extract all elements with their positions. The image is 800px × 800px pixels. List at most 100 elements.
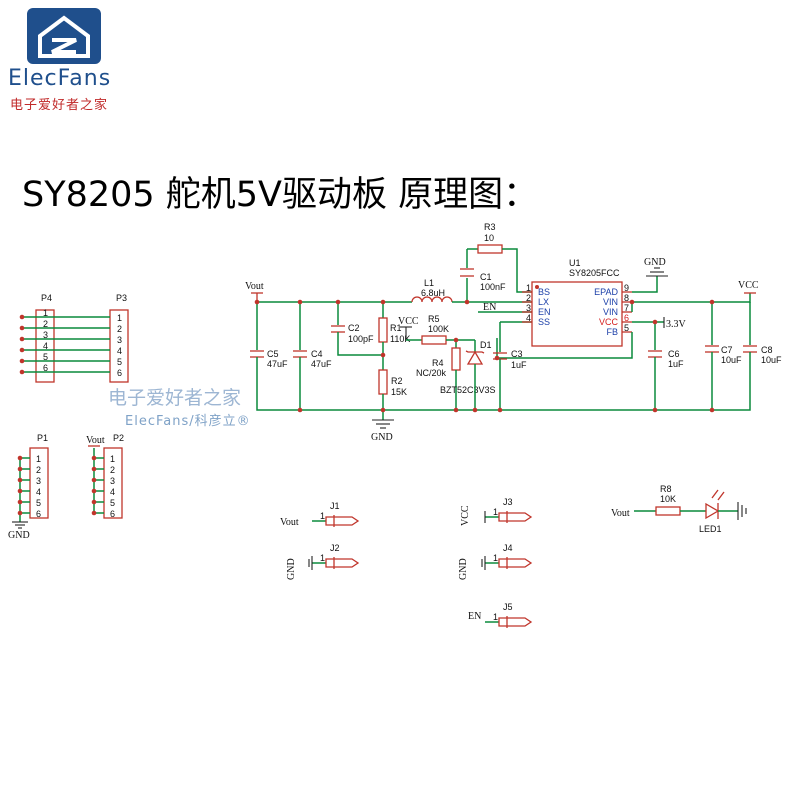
r1-ref: R1 [390,323,402,333]
c6-value: 1uF [668,359,684,369]
r2-resistor: R2 15K [378,369,407,397]
r5-value: 100K [428,324,449,334]
c7-value: 10uF [721,355,742,365]
p1-pin-number: 4 [36,487,41,497]
jack-pin: 1 [493,553,498,563]
header-p2: P2 [103,433,124,519]
c4-ref: C4 [311,349,323,359]
junction-dot [17,466,23,472]
r2-value: 15K [391,387,407,397]
p1-pin-number: 5 [36,498,41,508]
c6-ref: C6 [668,349,680,359]
p2-ref: P2 [113,433,124,443]
c1-ref: C1 [480,272,492,282]
p4-ref: P4 [41,293,52,303]
watermark-en: ElecFans/科彦立® [125,414,251,429]
jack-ref: J2 [330,543,340,553]
jack-body [498,616,533,628]
ic-pin-number: 7 [624,303,629,313]
r5-resistor: R5 100K [421,314,449,345]
u1-ref: U1 [569,258,581,268]
junction-dot [17,455,23,461]
junction-dot [19,347,25,353]
p3-ref: P3 [116,293,127,303]
page-title: SY8205 舵机5V驱动板 原理图： [22,175,539,215]
ic-pin-name: EN [538,307,551,317]
watermark-cn: 电子爱好者之家 [108,387,242,409]
junction-dot [17,488,23,494]
p3-pin-number: 3 [117,335,122,345]
jack-pin: 1 [493,612,498,622]
en-net-label: EN [483,302,496,313]
c2-value: 100pF [348,334,374,344]
l1-inductor: L1 6.8uH [411,278,453,303]
p2-pin-number: 5 [110,498,115,508]
r1-value: 110K [390,334,410,344]
vout-label: Vout [245,281,264,292]
c4-value: 47uF [311,359,332,369]
gnd-label-p1: GND [8,530,30,541]
d1-zener-diode: D1 BZT52C3V3S [440,340,496,395]
gnd-symbol-main: GND [371,410,394,443]
jack-body [498,511,533,523]
p4-pin-number: 6 [43,363,48,373]
p4-pin-number: 3 [43,330,48,340]
p3-pin-number: 1 [117,313,122,323]
vout-label-p2: Vout [86,435,105,446]
r3-ref: R3 [484,222,496,232]
led-indicator: Vout R8 10K LED1 [611,484,747,534]
u1-ic: U1 SY8205FCC [531,258,623,347]
jack-body [325,515,360,527]
p3-pin-number: 6 [117,368,122,378]
jack-net-label: VCC [460,505,471,526]
junction-dot [91,477,97,483]
jack-body [325,557,360,569]
c1-value: 100nF [480,282,506,292]
c8-ref: C8 [761,345,773,355]
p4-pin-number: 2 [43,319,48,329]
c8-capacitor: C8 10uF [743,345,782,365]
ic-pin-name: VIN [603,307,618,317]
gnd-label-epad: GND [644,257,666,268]
gnd-symbol-epad: GND [632,257,668,293]
ic-pin-number: 4 [526,313,531,323]
vcc-label-r5: VCC [398,316,419,327]
ic-pin-name: LX [538,297,549,307]
gnd-symbol-p1: GND [8,521,30,541]
junction-dot [17,477,23,483]
p2-pin-number: 2 [110,465,115,475]
p4-pin-number: 5 [43,352,48,362]
l1-value: 6.8uH [421,288,445,298]
jack-ref: J1 [330,501,340,511]
p2-pin-number: 6 [110,509,115,519]
junction-dot [91,466,97,472]
junction-dot [91,488,97,494]
vout-terminal: Vout [245,281,264,302]
c4-capacitor: C4 47uF [293,349,332,369]
gnd-label-main: GND [371,432,393,443]
led1-ref: LED1 [699,524,722,534]
ic-pin-name: FB [606,327,618,337]
junction-dots [254,299,715,413]
brand-name: ElecFans [8,66,112,91]
p3-pin-number: 4 [117,346,122,356]
vout-label-led: Vout [611,508,630,519]
p3-pin-number: 2 [117,324,122,334]
header-p3: P3 [109,293,129,383]
c8-value: 10uF [761,355,782,365]
p4-pin-number: 4 [43,341,48,351]
junction-dot [19,314,25,320]
p1-ref: P1 [37,433,48,443]
p2-pin-number: 3 [110,476,115,486]
jack-ref: J3 [503,497,513,507]
p2-pin-number: 4 [110,487,115,497]
ic-pin-number: 2 [526,293,531,303]
p2-pin-number: 1 [110,454,115,464]
jack-net-label: GND [458,558,469,580]
junction-dot [17,510,23,516]
